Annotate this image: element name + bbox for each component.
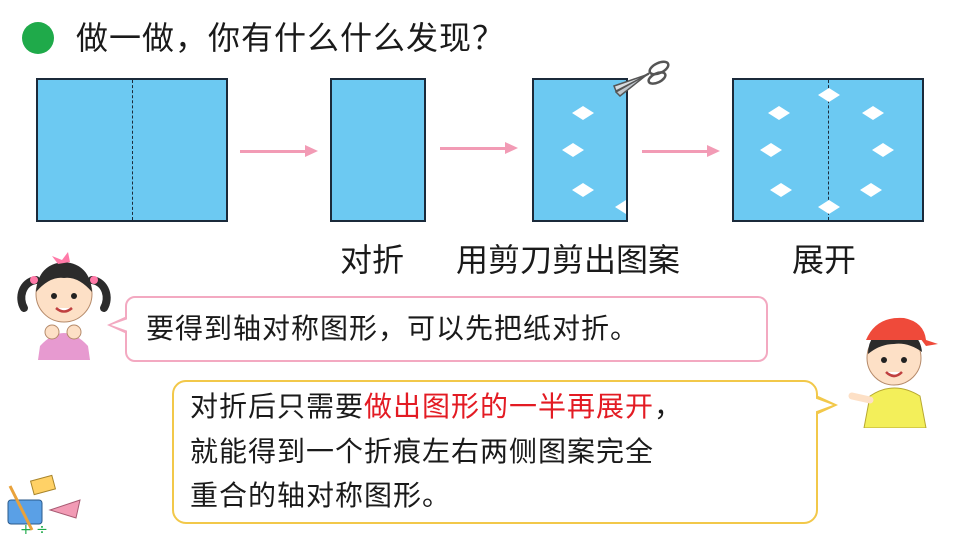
cut-hole bbox=[760, 143, 782, 157]
boy-icon bbox=[848, 317, 938, 428]
cut-hole bbox=[860, 183, 882, 197]
arrow-3 bbox=[642, 145, 720, 157]
cut-hole bbox=[818, 200, 840, 214]
boy-speech-bubble bbox=[172, 380, 818, 524]
cut-hole bbox=[818, 88, 840, 102]
arrow-2 bbox=[440, 142, 518, 154]
cut-hole bbox=[572, 106, 594, 120]
cut-notch bbox=[615, 200, 626, 214]
girl-speech-text: 要得到轴对称图形，可以先把纸对折。 bbox=[146, 312, 640, 345]
cut-hole bbox=[572, 183, 594, 197]
fold-line bbox=[132, 80, 133, 220]
boy-speech-line-1b: ， bbox=[654, 390, 684, 423]
girl-icon bbox=[17, 252, 111, 360]
boy-speech-line-3: 重合的轴对称图形。 bbox=[190, 479, 452, 512]
page-title: 做一做，你有什么什么发现？ bbox=[76, 19, 506, 57]
bullet-dot-icon bbox=[22, 22, 54, 54]
cut-hole bbox=[768, 106, 790, 120]
boy-bubble-tail-inner bbox=[814, 398, 833, 412]
svg-text:+ ÷: + ÷ bbox=[20, 522, 48, 536]
paper-folded bbox=[330, 78, 426, 222]
cut-hole bbox=[872, 143, 894, 157]
paper-unfolded bbox=[36, 78, 228, 222]
step-label-unfold: 展开 bbox=[792, 241, 857, 279]
boy-speech-line-1: 对折后只需要做出图形的一半再展开， bbox=[190, 389, 683, 425]
girl-bubble-tail-inner bbox=[111, 319, 128, 331]
cut-hole bbox=[770, 183, 792, 197]
step-label-fold: 对折 bbox=[340, 241, 405, 279]
arrow-1 bbox=[240, 145, 318, 157]
girl-speech-bubble bbox=[125, 296, 768, 362]
boy-speech-line-1a: 对折后只需要 bbox=[190, 390, 365, 423]
paper-unfolded-result bbox=[732, 78, 924, 222]
cut-hole bbox=[862, 106, 884, 120]
cut-hole bbox=[562, 143, 584, 157]
boy-speech-highlight: 做出图形的一半再展开 bbox=[364, 390, 655, 423]
fold-line bbox=[828, 80, 829, 220]
boy-speech-line-2: 就能得到一个折痕左右两侧图案完全 bbox=[190, 435, 655, 468]
scissors-icon bbox=[613, 60, 670, 98]
school-supplies-icon: + ÷ bbox=[7, 474, 81, 536]
step-label-cut: 用剪刀剪出图案 bbox=[456, 241, 681, 279]
paper-cut bbox=[532, 78, 628, 222]
